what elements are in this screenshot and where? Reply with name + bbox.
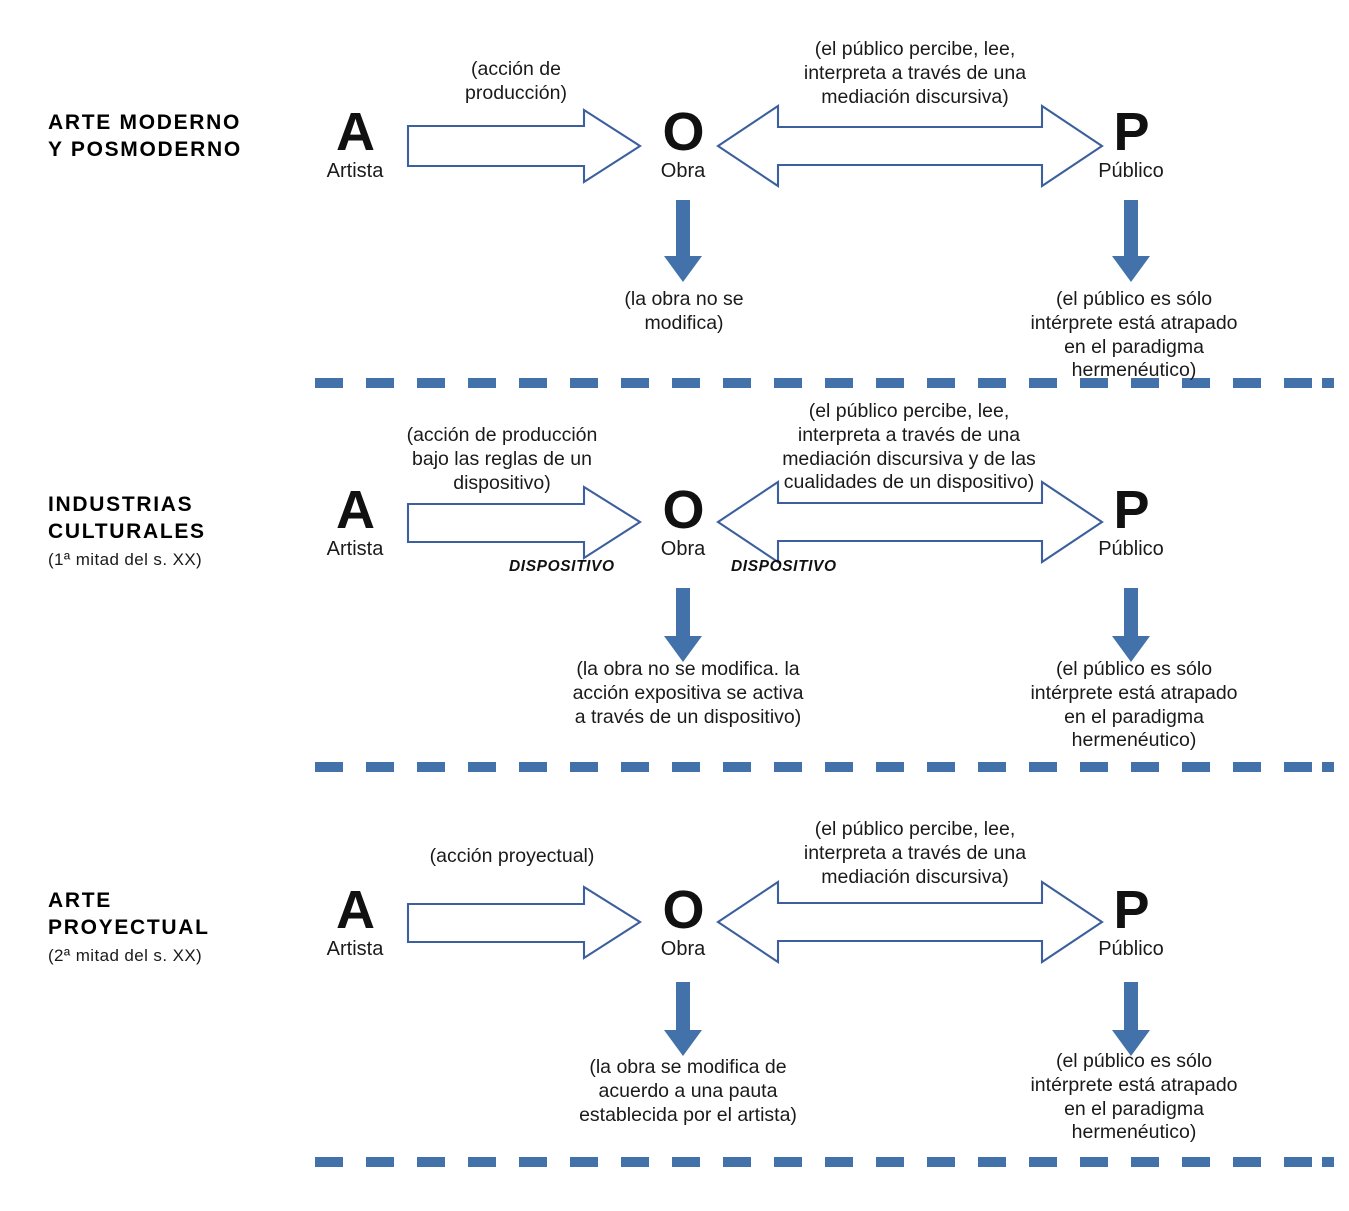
node-obra-section-2: O Obra [628,480,738,560]
work-note-section-1: (la obra no se modifica) [624,288,744,334]
production-arrow-section-2 [406,485,642,560]
section-title: ARTE MODERNO Y POSMODERNO [48,111,242,161]
public-note-section-1: (el público es sólo intérprete está atra… [1030,288,1238,382]
divider-2 [315,762,1334,772]
node-glyph-o: O [662,880,704,940]
node-glyph-a: A [336,480,375,540]
node-obra-section-1: O Obra [628,102,738,182]
public-note-section-2: (el público es sólo intérprete está atra… [1030,658,1238,752]
public-down-arrow-section-2 [1112,588,1150,662]
section-title: INDUSTRIAS CULTURALES [48,493,206,543]
reception-arrow-section-3 [716,880,1104,964]
node-caption-publico: Público [1098,537,1164,560]
node-glyph-o: O [662,480,704,540]
node-glyph-p: P [1113,480,1149,540]
production-label-section-3: (acción proyectual) [429,845,595,867]
node-artista-section-1: A Artista [300,102,410,182]
node-caption-artista: Artista [326,159,384,182]
production-label-section-1: (acción de producción) [465,58,567,104]
node-caption-publico: Público [1098,159,1164,182]
node-caption-artista: Artista [326,937,384,960]
node-glyph-a: A [336,102,375,162]
node-caption-artista: Artista [326,537,384,560]
section-heading-arte-moderno: ARTE MODERNO Y POSMODERNO [48,110,318,164]
node-glyph-p: P [1113,880,1149,940]
node-artista-section-3: A Artista [300,880,410,960]
node-glyph-p: P [1113,102,1149,162]
node-caption-obra: Obra [660,537,706,560]
production-arrow-section-1 [406,108,642,184]
production-label-section-2: (acción de producción bajo las reglas de… [406,424,598,494]
work-note-section-2: (la obra no se modifica. la acción expos… [572,658,804,728]
reception-label-section-2: (el público percibe, lee, interpreta a t… [782,400,1036,494]
work-down-arrow-section-2 [664,588,702,662]
node-caption-obra: Obra [660,159,706,182]
reception-label-section-3: (el público percibe, lee, interpreta a t… [803,818,1027,888]
section-subtitle: (2ª mitad del s. XX) [48,945,203,965]
section-subtitle: (1ª mitad del s. XX) [48,549,203,569]
divider-3 [315,1157,1334,1167]
node-publico-section-1: P Público [1076,102,1186,182]
node-caption-publico: Público [1098,937,1164,960]
section-heading-industrias-culturales: INDUSTRIAS CULTURALES (1ª mitad del s. X… [48,492,318,570]
work-down-arrow-section-3 [664,982,702,1056]
section-heading-arte-proyectual: ARTE PROYECTUAL (2ª mitad del s. XX) [48,888,318,966]
node-publico-section-2: P Público [1076,480,1186,560]
reception-label-section-1: (el público percibe, lee, interpreta a t… [803,38,1027,108]
work-down-arrow-section-1 [664,200,702,282]
node-caption-obra: Obra [660,937,706,960]
node-glyph-o: O [662,102,704,162]
node-obra-section-3: O Obra [628,880,738,960]
node-artista-section-2: A Artista [300,480,410,560]
public-note-section-3: (el público es sólo intérprete está atra… [1030,1050,1238,1144]
node-publico-section-3: P Público [1076,880,1186,960]
dispositivo-label-reception-section-2: DISPOSITIVO [731,558,837,575]
production-arrow-section-3 [406,885,642,960]
section-title: ARTE PROYECTUAL [48,889,210,939]
work-note-section-3: (la obra se modifica de acuerdo a una pa… [579,1056,797,1126]
public-down-arrow-section-3 [1112,982,1150,1056]
reception-arrow-section-1 [716,104,1104,188]
node-glyph-a: A [336,880,375,940]
dispositivo-label-production-section-2: DISPOSITIVO [509,558,615,575]
public-down-arrow-section-1 [1112,200,1150,282]
